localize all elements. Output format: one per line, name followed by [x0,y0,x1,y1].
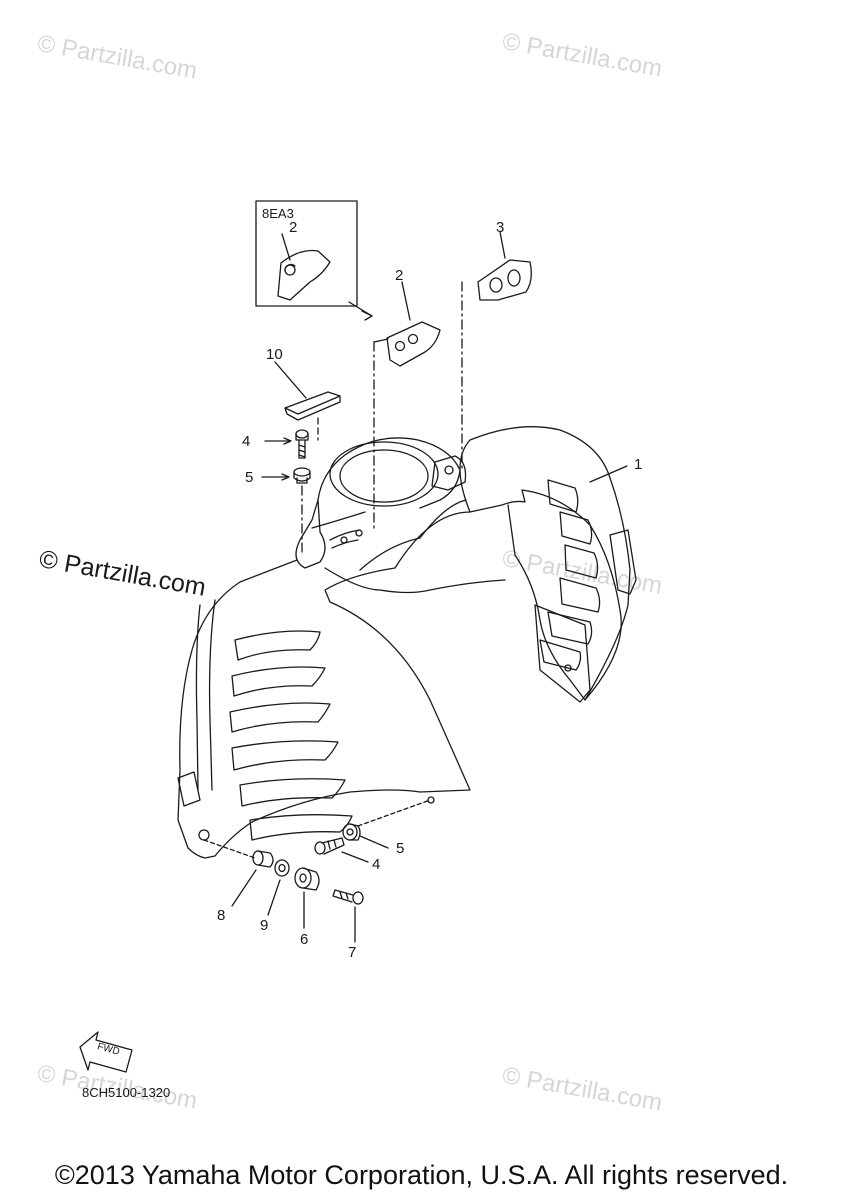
inset-box [255,200,373,321]
callout-10: 10 [266,346,283,363]
diagram-code: 8CH5100-1320 [82,1085,171,1100]
part-5-grommet-upper [261,467,311,556]
callout-1: 1 [634,456,643,473]
part-9-washer [267,859,290,916]
part-7-screw [332,889,364,943]
fwd-arrow-icon [79,1031,133,1073]
inset-callout-2: 2 [289,219,298,236]
part-5-grommet-lower [342,799,431,849]
part-1-cowl [177,426,637,859]
part-4-screw-lower [314,837,369,863]
inset-part-2-grommet [277,249,331,301]
callout-4-lower: 4 [372,856,381,873]
copyright-notice: ©2013 Yamaha Motor Corporation, U.S.A. A… [54,1160,789,1190]
part-10-strip [274,361,341,441]
callout-6: 6 [300,931,309,948]
part-3-plate [461,231,532,471]
callout-8: 8 [217,907,226,924]
callout-5-upper: 5 [245,469,254,486]
part-2-plate [373,281,441,531]
callout-3: 3 [496,219,505,236]
callout-9: 9 [260,917,269,934]
part-6-collar [294,867,320,929]
callout-5-lower: 5 [396,840,405,857]
part-4-screw-upper [264,429,309,459]
inset-label: 8EA3 [262,206,294,221]
callout-2: 2 [395,267,404,284]
callout-4-upper: 4 [242,433,251,450]
callout-7: 7 [348,944,357,961]
part-8-pin [203,839,274,907]
